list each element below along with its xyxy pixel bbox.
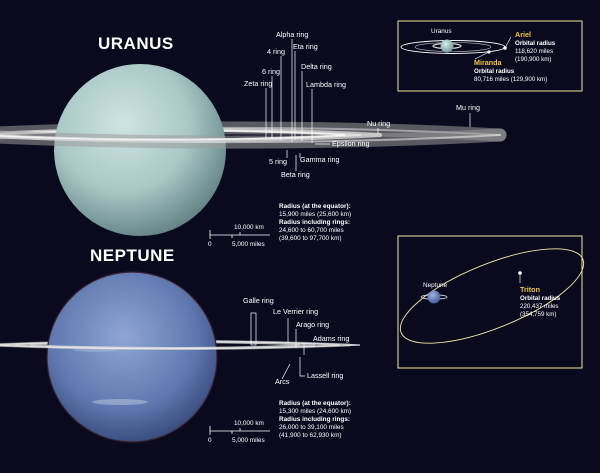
uranus-stats: Radius (at the equator): 15,900 miles (2…	[279, 203, 351, 243]
neptune-title: NEPTUNE	[90, 246, 175, 265]
miranda-orbit-label: Orbital radius	[474, 68, 515, 75]
epsilon-ring-label: Epsilon ring	[332, 139, 370, 148]
le-verrier-ring-label: Le Verrier ring	[273, 307, 318, 316]
neptune-moon-inset: Neptune Triton Orbital radius 220,437 mi…	[397, 235, 585, 369]
uranus-scale-miles: 5,000 miles	[232, 241, 265, 248]
neptune-rings-front	[0, 343, 361, 351]
uranus-ring-labels: Alpha ring 4 ring Eta ring 6 ring Delta …	[244, 30, 480, 179]
delta-ring-label: Delta ring	[301, 62, 332, 71]
uranus-radius-rings-value1: 24,600 to 60,700 miles	[279, 227, 344, 234]
uranus-scale-bar: 10,000 km 0 5,000 miles	[208, 224, 270, 248]
uranus-radius-equator-value: 15,900 miles (25,600 km)	[279, 211, 352, 218]
uranus-moon-inset: Uranus Ariel Orbital radius 118,620 mile…	[397, 20, 583, 92]
triton-name: Triton	[520, 285, 540, 294]
ariel-name: Ariel	[515, 30, 531, 39]
ariel-orbit-label: Orbital radius	[515, 40, 556, 47]
neptune-scale-km: 10,000 km	[234, 420, 264, 427]
neptune-radius-equator-value: 15,300 miles (24,600 km)	[279, 408, 352, 415]
beta-ring-label: Beta ring	[281, 170, 310, 179]
galle-ring-label: Galle ring	[243, 296, 274, 305]
uranus-scale-zero: 0	[208, 241, 212, 248]
4-ring-label: 4 ring	[267, 47, 285, 56]
neptune-radius-rings-value2: (41,900 to 62,930 km)	[279, 432, 342, 439]
gamma-ring-label: Gamma ring	[300, 155, 340, 164]
triton-orbit-label: Orbital radius	[520, 295, 561, 302]
neptune-leader-lines	[250, 312, 305, 380]
triton-orbit-miles: 220,437 miles	[520, 303, 559, 310]
neptune-inset-label: Neptune	[423, 282, 448, 289]
adams-ring-label: Adams ring	[313, 334, 349, 343]
neptune-radius-equator-label: Radius (at the equator):	[279, 400, 351, 407]
neptune-radius-rings-label: Radius including rings:	[279, 416, 351, 423]
uranus-inset-label: Uranus	[431, 28, 452, 35]
uranus-planet	[54, 64, 226, 236]
neptune-scale-bar: 10,000 km 0 5,000 miles	[208, 420, 270, 444]
mu-ring-label: Mu ring	[456, 103, 480, 112]
uranus-rings-front	[0, 128, 507, 149]
neptune-scale-zero: 0	[208, 437, 212, 444]
uranus-radius-equator-label: Radius (at the equator):	[279, 203, 351, 210]
uranus-scale-km: 10,000 km	[234, 224, 264, 231]
ariel-orbit-miles: 118,620 miles	[515, 48, 553, 55]
nu-ring-label: Nu ring	[367, 119, 390, 128]
triton-orbit-km: (354,759 km)	[520, 311, 556, 318]
neptune-radius-rings-value1: 26,000 to 39,100 miles	[279, 424, 344, 431]
uranus-radius-rings-label: Radius including rings:	[279, 219, 351, 226]
miranda-name: Miranda	[474, 58, 503, 67]
miranda-orbit-value: 80,716 miles (129,900 km)	[474, 76, 547, 83]
arago-ring-label: Arago ring	[296, 320, 329, 329]
zeta-ring-label: Zeta ring	[244, 79, 272, 88]
lambda-ring-label: Lambda ring	[306, 80, 346, 89]
arcs-label: Arcs	[275, 377, 290, 386]
neptune-planet	[46, 271, 218, 443]
ariel-orbit-km: (190,900 km)	[515, 56, 551, 63]
neptune-ring-labels: Galle ring Le Verrier ring Arago ring Ad…	[243, 296, 349, 386]
uranus-leader-lines	[265, 39, 471, 171]
neptune-scale-miles: 5,000 miles	[232, 437, 265, 444]
neptune-stats: Radius (at the equator): 15,300 miles (2…	[279, 400, 351, 440]
lassell-ring-label: Lassell ring	[307, 371, 343, 380]
uranus-radius-rings-value2: (39,600 to 97,700 km)	[279, 235, 342, 242]
alpha-ring-label: Alpha ring	[276, 30, 308, 39]
5-ring-label: 5 ring	[269, 157, 287, 166]
eta-ring-label: Eta ring	[293, 42, 318, 51]
uranus-title: URANUS	[98, 34, 174, 53]
6-ring-label: 6 ring	[262, 67, 280, 76]
